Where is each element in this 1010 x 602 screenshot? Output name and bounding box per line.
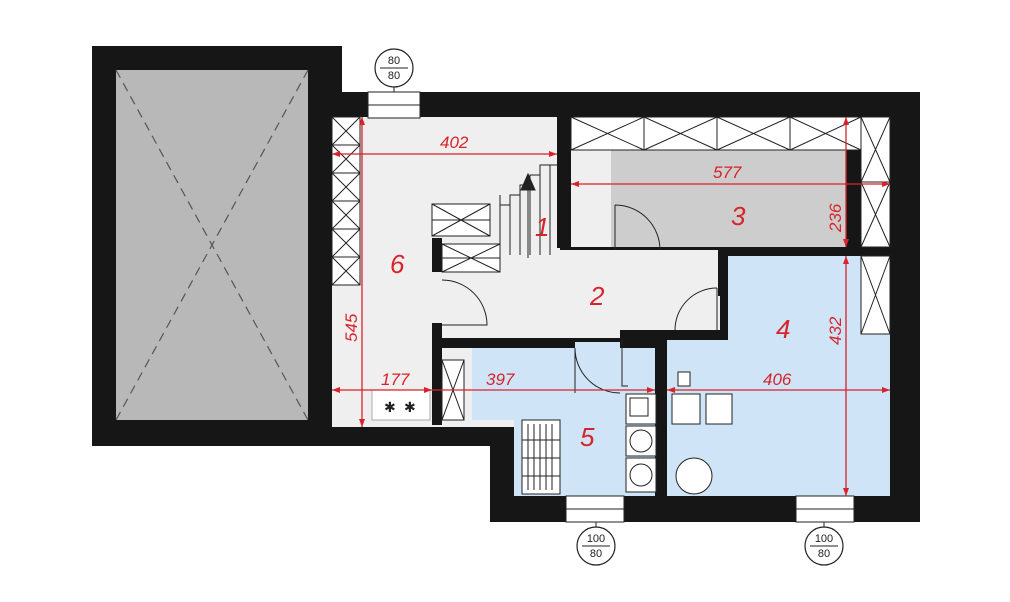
- window-top-denominator: 80: [388, 70, 400, 82]
- dim-236: 236: [826, 203, 845, 233]
- room-numbers: 1 2 3 4 5 6: [390, 201, 790, 452]
- room-3-label: 3: [731, 201, 746, 231]
- dim-402: 402: [440, 133, 469, 152]
- window-tag-bottom-right: 100 80: [804, 522, 844, 566]
- stairs: [499, 164, 557, 258]
- room-4-label: 4: [776, 314, 790, 344]
- window-tag-top: 80 80: [374, 48, 414, 92]
- dim-177: 177: [381, 370, 410, 389]
- dimension-lines: [332, 117, 890, 496]
- window-top-numerator: 80: [388, 55, 400, 67]
- doors: [441, 204, 718, 394]
- tank: [705, 393, 733, 425]
- window-bottom-right-denominator: 80: [818, 548, 830, 560]
- wardrobes: [331, 116, 891, 421]
- room-1-label: 1: [535, 212, 549, 242]
- svg-text:✱: ✱: [404, 400, 416, 416]
- window-tag-bottom-left: 100 80: [576, 522, 616, 566]
- dim-397: 397: [486, 370, 515, 389]
- boiler: [671, 393, 701, 425]
- dim-406: 406: [763, 370, 792, 389]
- dim-432: 432: [826, 316, 845, 345]
- svg-text:✱: ✱: [384, 400, 396, 416]
- garage: [115, 69, 309, 421]
- room-5-label: 5: [580, 422, 595, 452]
- bathroom-fixtures: [521, 371, 733, 495]
- room-2-label: 2: [589, 281, 605, 311]
- dim-577: 577: [713, 163, 742, 182]
- room-6-label: 6: [390, 249, 405, 279]
- round-tank: [675, 457, 713, 495]
- storage-room: [571, 150, 846, 247]
- window-bottom-right-numerator: 100: [815, 533, 833, 545]
- window-bottom-left-denominator: 80: [590, 548, 602, 560]
- window-openings: [367, 91, 855, 523]
- dim-545: 545: [342, 313, 361, 342]
- dimension-labels: 402 577 236 432 545 177 397 406: [342, 133, 845, 389]
- window-bottom-left-numerator: 100: [587, 533, 605, 545]
- stove: ✱ ✱: [371, 389, 431, 421]
